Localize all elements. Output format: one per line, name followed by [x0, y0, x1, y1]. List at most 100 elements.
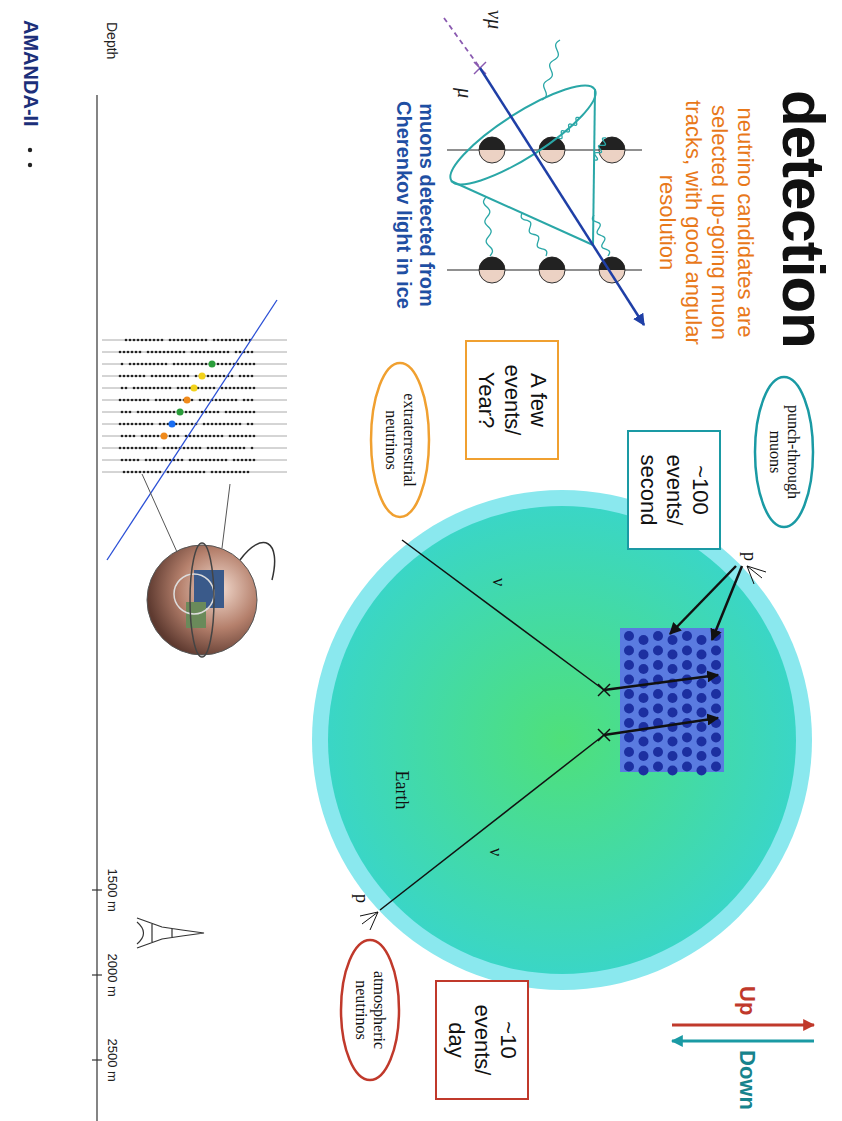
optical-module-dot — [121, 435, 124, 438]
source-ellipse: extraterrestrial neutrinos — [369, 361, 431, 519]
optical-module-dot — [229, 435, 232, 438]
detector-dot — [639, 737, 649, 747]
optical-module-dot — [151, 447, 154, 450]
optical-module-dot — [225, 363, 228, 366]
optical-module-dot — [165, 387, 168, 390]
rate-box: ~100 events/ second — [627, 430, 721, 550]
optical-module-dot — [191, 351, 194, 354]
optical-module-dot — [139, 471, 142, 474]
optical-module-dot — [135, 423, 138, 426]
optical-module-dot — [197, 339, 200, 342]
detector-string — [102, 460, 287, 461]
optical-module-dot — [183, 471, 186, 474]
optical-module-dot — [193, 459, 196, 462]
optical-module-dot — [205, 459, 208, 462]
direction-label: Down — [734, 1050, 760, 1110]
ellipse-outline — [371, 363, 429, 517]
detector-dot — [711, 733, 721, 743]
optical-module-dot — [129, 435, 132, 438]
detector-string — [102, 472, 287, 473]
detector-dot — [697, 650, 707, 660]
neutrino-line — [380, 735, 604, 910]
optical-module-dot — [149, 411, 152, 414]
optical-module-dot — [247, 471, 250, 474]
optical-module-dot — [201, 459, 204, 462]
optical-module-dot — [165, 459, 168, 462]
optical-module-dot — [189, 459, 192, 462]
optical-module-dot — [149, 339, 152, 342]
optical-module-dot — [135, 375, 138, 378]
optical-module-dot — [121, 459, 124, 462]
optical-module-dot — [169, 411, 172, 414]
optical-module-dot — [211, 375, 214, 378]
rate-box: ~10 events/ day — [435, 980, 529, 1100]
optical-module-dot — [133, 387, 136, 390]
muon-arrow — [604, 675, 718, 690]
slide-title: detection — [769, 90, 838, 348]
air-shower — [747, 566, 754, 584]
optical-module-dot — [139, 423, 142, 426]
detector-dot — [697, 751, 707, 761]
optical-module-dot — [235, 423, 238, 426]
optical-module-dot — [195, 375, 198, 378]
optical-module-dot — [127, 351, 130, 354]
optical-module-dot — [183, 447, 186, 450]
optical-module-dot — [127, 447, 130, 450]
module-sphere — [147, 545, 257, 655]
optical-module-dot — [225, 387, 228, 390]
optical-module-dot — [239, 423, 242, 426]
optical-module-dot — [185, 339, 188, 342]
detector-dot — [711, 762, 721, 772]
detector-dot — [668, 737, 678, 747]
optical-module-dot — [211, 471, 214, 474]
optical-module-dot — [229, 339, 232, 342]
optical-module-dot — [159, 423, 162, 426]
optical-module-dot — [197, 435, 200, 438]
optical-module-dot — [135, 351, 138, 354]
muon-arrow — [670, 566, 736, 634]
photon-wave — [542, 40, 560, 100]
optical-module-dot — [191, 447, 194, 450]
optical-module-dot — [203, 399, 206, 402]
detector-dot — [668, 708, 678, 718]
detector-dot — [624, 718, 634, 728]
optical-module-dot — [237, 435, 240, 438]
optical-module-dot — [239, 351, 242, 354]
optical-module-dot — [155, 399, 158, 402]
detector-dot — [697, 635, 707, 645]
optical-module-dot — [247, 423, 250, 426]
module-board — [186, 602, 206, 628]
detector-dot — [639, 650, 649, 660]
optical-module-dot — [237, 387, 240, 390]
optical-module-dot — [193, 411, 196, 414]
optical-module-dot — [153, 339, 156, 342]
optical-module-dot — [141, 411, 144, 414]
cone-edge — [593, 89, 595, 245]
optical-module-dot — [187, 447, 190, 450]
optical-module-dot — [157, 411, 160, 414]
optical-module-dot — [133, 435, 136, 438]
pmt-dark-half — [479, 137, 505, 150]
optical-module-dot — [251, 423, 254, 426]
atmosphere-ring — [312, 490, 812, 990]
detector-string — [102, 352, 287, 353]
optical-module-dot — [203, 471, 206, 474]
optical-module-dot — [181, 363, 184, 366]
optical-module-dot — [133, 459, 136, 462]
detector-dot — [668, 664, 678, 674]
optical-module-dot — [205, 363, 208, 366]
optical-module-dot — [131, 399, 134, 402]
optical-module-dot — [123, 423, 126, 426]
optical-module-dot — [201, 435, 204, 438]
optical-module-dot — [135, 447, 138, 450]
optical-module-dot — [217, 435, 220, 438]
optical-module-dot — [247, 399, 250, 402]
optical-module-dot — [185, 411, 188, 414]
optical-module-dot — [125, 435, 128, 438]
ellipse-outline — [341, 940, 399, 1080]
optical-module-dot — [173, 339, 176, 342]
particle-tracks — [360, 540, 814, 1041]
detector-string — [102, 376, 287, 377]
depth-tick: 2000 m — [105, 954, 120, 997]
optical-module-dot — [121, 411, 124, 414]
